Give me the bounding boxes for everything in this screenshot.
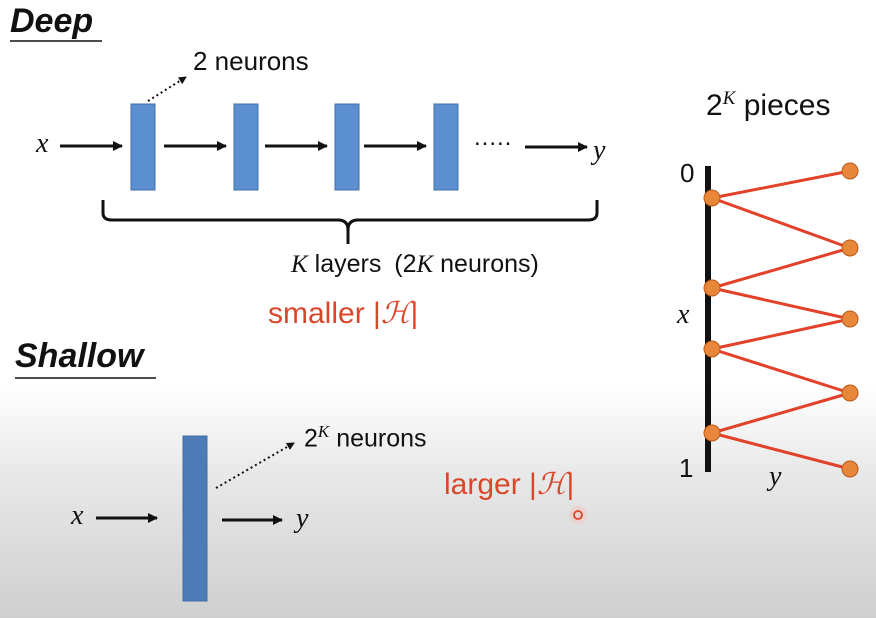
zigzag-line <box>710 169 852 471</box>
zigzag-point <box>703 340 721 358</box>
deep-layers-caption: K layers (2K neurons) <box>291 250 539 279</box>
deep-neurons-pointer <box>147 76 187 102</box>
shallow-neurons-label: 2K neurons <box>304 422 427 453</box>
deep-output-y: y <box>593 135 606 166</box>
zigzag-y-label: y <box>769 461 782 492</box>
zigzag-pieces-exp: K <box>722 88 736 109</box>
zigzag-point <box>841 310 859 328</box>
shallow-h-symbol: ℋ <box>536 468 567 501</box>
deep-h-prefix: smaller | <box>268 297 381 330</box>
deep-k-var: K <box>291 251 308 278</box>
zigzag-point <box>703 279 721 297</box>
deep-h-suffix: | <box>410 297 419 330</box>
shallow-h-prefix: larger | <box>444 468 537 501</box>
shallow-heading: Shallow <box>15 337 144 375</box>
zigzag-bottom-label: 1 <box>679 453 694 483</box>
cursor-indicator <box>569 506 587 524</box>
shallow-layer <box>182 435 208 602</box>
deep-layers-text: layers <box>314 250 382 278</box>
zigzag-point <box>841 460 859 478</box>
zigzag-pieces-label: 2K pieces <box>706 88 830 123</box>
shallow-output-y: y <box>296 503 309 534</box>
deep-layer-4 <box>433 103 459 191</box>
zigzag-top-label: 0 <box>680 158 695 188</box>
zigzag-point <box>841 384 859 402</box>
deep-layers-brace <box>101 200 599 244</box>
deep-neurons-close: neurons) <box>440 250 539 278</box>
shallow-h-suffix: | <box>566 468 575 501</box>
deep-heading: Deep <box>10 2 94 40</box>
deep-k-var-2: K <box>416 251 434 278</box>
zigzag-x-label: x <box>677 299 690 330</box>
shallow-hypothesis-size: larger |ℋ| <box>444 467 574 502</box>
deep-neurons-label: 2 neurons <box>193 46 309 76</box>
zigzag-point <box>703 424 721 442</box>
deep-layer-3 <box>334 103 360 191</box>
deep-input-x: x <box>36 128 49 159</box>
cursor-ring <box>573 510 583 520</box>
deep-layer-2 <box>233 103 259 191</box>
zigzag-pieces-text: pieces <box>743 89 831 122</box>
deep-hypothesis-size: smaller |ℋ| <box>268 296 418 331</box>
zigzag-point <box>841 162 859 180</box>
zigzag-point <box>841 239 859 257</box>
deep-layer-1 <box>130 103 156 191</box>
zigzag-point <box>703 189 721 207</box>
shallow-neurons-exp: K <box>317 422 330 441</box>
zigzag-pieces-base: 2 <box>706 89 723 122</box>
deep-ellipsis: ..... <box>474 124 513 151</box>
shallow-neurons-base: 2 <box>304 424 318 453</box>
shallow-neurons-pointer <box>215 442 295 489</box>
deep-h-symbol: ℋ <box>380 297 411 330</box>
shallow-input-x: x <box>71 500 84 531</box>
shallow-neurons-text: neurons <box>336 424 427 453</box>
deep-neurons-open: (2 <box>394 250 417 278</box>
